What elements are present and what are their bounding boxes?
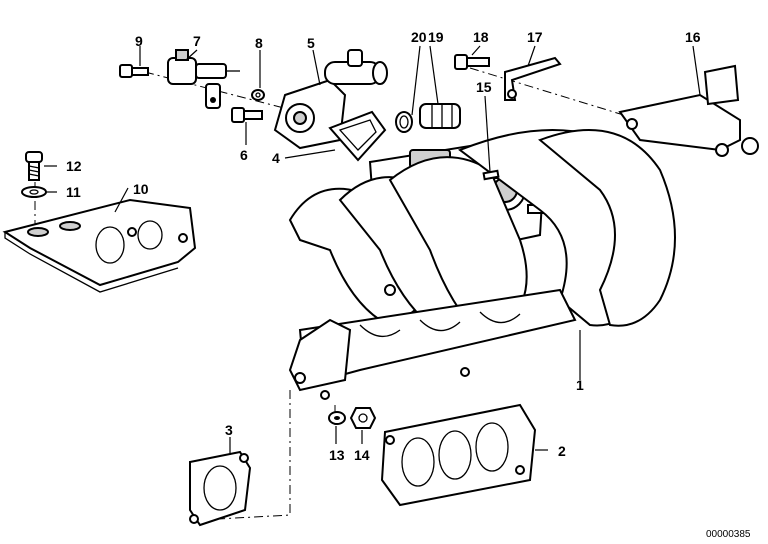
- gasket-part-4: [328, 110, 387, 162]
- washer-part-11: [21, 186, 47, 198]
- gasket-part-3: [189, 450, 252, 527]
- callout-10: 10: [133, 181, 149, 197]
- callout-6: 6: [240, 147, 248, 163]
- intake-manifold-part-1: [288, 129, 676, 400]
- valve-part-7: [167, 49, 240, 109]
- bolt-part-18: [454, 54, 490, 70]
- leader-lines: [44, 45, 701, 455]
- callout-5: 5: [307, 35, 315, 51]
- callout-9: 9: [135, 33, 143, 49]
- nut-part-13: [328, 411, 346, 425]
- oring-part-20: [395, 111, 413, 133]
- callout-13: 13: [329, 447, 345, 463]
- nut-part-14: [349, 407, 377, 429]
- callout-3: 3: [225, 422, 233, 438]
- callout-17: 17: [527, 29, 543, 45]
- callout-16: 16: [685, 29, 701, 45]
- callout-7: 7: [193, 33, 201, 49]
- callout-20: 20: [411, 29, 427, 45]
- callout-4: 4: [272, 150, 280, 166]
- callout-1: 1: [576, 377, 584, 393]
- callout-8: 8: [255, 35, 263, 51]
- callout-12: 12: [66, 158, 82, 174]
- bracket-part-16: [618, 64, 759, 157]
- bracket-part-10: [2, 198, 197, 293]
- screw-part-9: [119, 64, 149, 78]
- gasket-part-2: [380, 403, 537, 507]
- callout-labels: 1 2 3 4 5 6 7 8 9 10 11 12 13 14 15 16 1…: [66, 29, 701, 463]
- callout-11: 11: [66, 184, 81, 200]
- screw-part-6: [231, 107, 263, 123]
- washer-part-8: [251, 89, 265, 101]
- stud-part-15: [482, 169, 500, 181]
- housing-part-5: [273, 49, 388, 150]
- bolt-part-12: [25, 151, 43, 181]
- callout-18: 18: [473, 29, 489, 45]
- callout-2: 2: [558, 443, 566, 459]
- sensor-part-19: [419, 103, 461, 129]
- callout-19: 19: [428, 29, 444, 45]
- drawing-reference-number: 00000385: [706, 529, 751, 540]
- callout-15: 15: [476, 79, 492, 95]
- callout-14: 14: [354, 447, 370, 463]
- bracket-part-17: [504, 56, 562, 101]
